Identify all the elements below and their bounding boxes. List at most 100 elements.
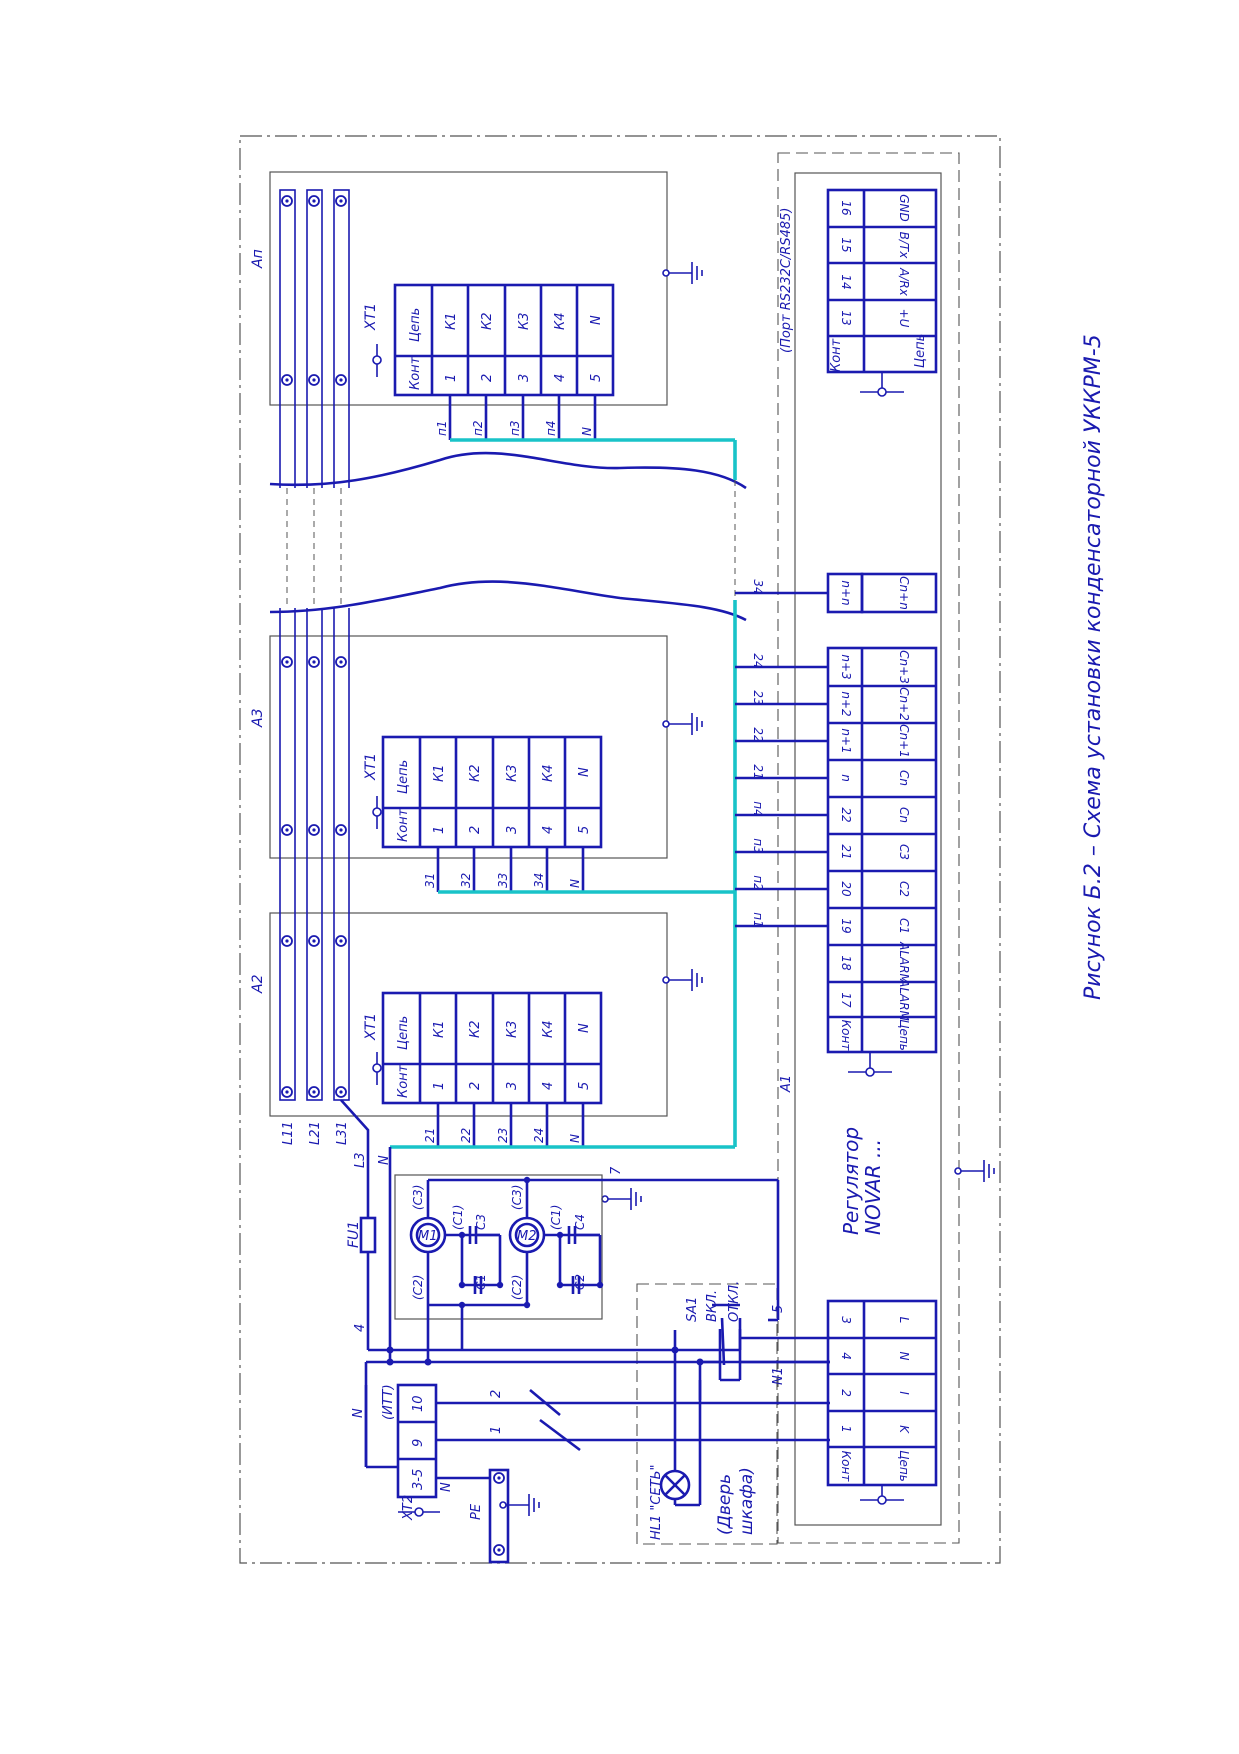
out-contact: n+1 bbox=[839, 728, 853, 753]
port-circuit: GND bbox=[897, 194, 911, 222]
svg-text:К3: К3 bbox=[517, 312, 532, 330]
reg-wire-label: 23 bbox=[751, 690, 765, 705]
svg-text:A1: A1 bbox=[779, 1075, 794, 1093]
svg-text:N: N bbox=[351, 1408, 366, 1418]
out-head-circuit: Цепь bbox=[897, 1019, 911, 1051]
svg-text:34: 34 bbox=[532, 873, 546, 888]
svg-text:N: N bbox=[568, 1134, 582, 1143]
svg-text:3: 3 bbox=[517, 374, 532, 382]
out-head-contact: Конт bbox=[839, 1020, 853, 1052]
svg-text:XT2: XT2 bbox=[401, 1495, 416, 1521]
svg-text:5: 5 bbox=[589, 374, 604, 382]
fan-texts: M1 M2 C1 C2 C3 C4 (C1) (C2) (C3) (C1) (C… bbox=[346, 1166, 624, 1300]
reg-wire-label: п1 bbox=[751, 912, 765, 927]
svg-text:Цепь: Цепь bbox=[913, 334, 928, 368]
svg-text:N: N bbox=[568, 879, 582, 888]
svg-text:п1: п1 bbox=[435, 421, 449, 436]
interconnect-bus bbox=[390, 438, 737, 1149]
svg-text:1: 1 bbox=[444, 374, 459, 382]
svg-text:PE: PE bbox=[469, 1503, 484, 1520]
port-circuit: A/Rx bbox=[897, 267, 911, 297]
svg-text:(C1): (C1) bbox=[549, 1205, 563, 1230]
svg-text:1: 1 bbox=[489, 1426, 504, 1434]
switch-sa1[interactable] bbox=[698, 1329, 830, 1400]
port-contact: 15 bbox=[839, 237, 853, 252]
svg-text:N: N bbox=[577, 767, 592, 777]
svg-text:10: 10 bbox=[411, 1395, 426, 1412]
out-contact: 19 bbox=[839, 918, 853, 933]
svg-text:п2: п2 bbox=[471, 421, 485, 436]
svg-text:К2: К2 bbox=[468, 764, 483, 782]
busbars bbox=[276, 189, 354, 1101]
cabinet-frame bbox=[239, 135, 1001, 1564]
svg-text:C4: C4 bbox=[573, 1214, 587, 1230]
terminal-a3 bbox=[381, 735, 603, 849]
svg-text:К2: К2 bbox=[468, 1020, 483, 1038]
out-contact: 20 bbox=[839, 881, 853, 897]
svg-text:2: 2 bbox=[489, 1390, 504, 1398]
out-circuit: ALARM bbox=[897, 941, 911, 984]
svg-text:К3: К3 bbox=[505, 764, 520, 782]
svg-text:32: 32 bbox=[459, 873, 473, 888]
reg-wire-label: 21 bbox=[751, 764, 765, 779]
svg-text:(C2): (C2) bbox=[411, 1275, 425, 1300]
port-circuit: B/Tx bbox=[897, 232, 911, 260]
svg-text:HL1 "СЕТЬ": HL1 "СЕТЬ" bbox=[649, 1464, 664, 1540]
svg-text:L31: L31 bbox=[335, 1121, 350, 1145]
out-contact: 21 bbox=[839, 844, 853, 859]
out-circuit: C1 bbox=[897, 918, 911, 934]
svg-text:(Дверь: (Дверь bbox=[715, 1474, 735, 1535]
svg-text:(C2): (C2) bbox=[510, 1275, 524, 1300]
svg-text:К3: К3 bbox=[505, 1020, 520, 1038]
svg-text:FU1: FU1 bbox=[346, 1221, 362, 1248]
regulator-out-table bbox=[826, 572, 938, 1077]
svg-text:24: 24 bbox=[532, 1128, 546, 1143]
reg-wire-label: п3 bbox=[751, 838, 765, 853]
xt1-marks bbox=[372, 344, 382, 1085]
figure-caption: Рисунок Б.2 – Схема установки конденсато… bbox=[1081, 334, 1106, 1000]
terminal-an bbox=[393, 283, 615, 397]
svg-text:К4: К4 bbox=[553, 312, 568, 330]
in-head-circuit: Цепь bbox=[897, 1450, 911, 1482]
switch-texts: SA1 ВКЛ. ОТКЛ. 4 5 N1 bbox=[353, 1281, 786, 1385]
in-contact: 4 bbox=[839, 1352, 853, 1360]
out-circuit: C3 bbox=[897, 844, 911, 860]
regulator-body bbox=[794, 172, 942, 1526]
module-a2-frame bbox=[269, 912, 668, 1117]
break-line-top bbox=[269, 451, 747, 490]
ground-icon bbox=[954, 1159, 995, 1183]
svg-text:SA1: SA1 bbox=[685, 1297, 700, 1322]
svg-text:К1: К1 bbox=[432, 1020, 447, 1038]
out-contact: 17 bbox=[839, 992, 853, 1008]
svg-text:4: 4 bbox=[353, 1324, 368, 1332]
ground-icon bbox=[499, 1493, 540, 1517]
svg-text:Конт: Конт bbox=[396, 1064, 411, 1098]
fan-circuit bbox=[409, 1178, 780, 1350]
module-wires bbox=[436, 395, 597, 1147]
svg-text:2: 2 bbox=[468, 826, 483, 834]
svg-text:Конт: Конт bbox=[396, 808, 411, 842]
svg-text:К4: К4 bbox=[541, 1020, 556, 1038]
module-an-texts: Ап XT1 Конт Цепь 1 2 3 4 5 К1 К2 К3 К4 N… bbox=[250, 249, 604, 436]
svg-text:C3: C3 bbox=[474, 1214, 488, 1230]
svg-text:33: 33 bbox=[496, 873, 510, 888]
in-contact: 1 bbox=[839, 1425, 853, 1433]
svg-text:1: 1 bbox=[432, 826, 447, 834]
svg-text:23: 23 bbox=[496, 1128, 510, 1143]
reg-wire-label: 24 bbox=[751, 653, 765, 668]
port-contact: 14 bbox=[839, 274, 853, 289]
svg-text:XT1: XT1 bbox=[363, 753, 379, 781]
svg-text:9: 9 bbox=[411, 1439, 426, 1447]
out-circuit: Cn+1 bbox=[897, 724, 911, 758]
out-contact: n+3 bbox=[839, 654, 853, 679]
svg-text:3: 3 bbox=[505, 1082, 520, 1090]
svg-text:3: 3 bbox=[505, 826, 520, 834]
svg-text:4: 4 bbox=[541, 826, 556, 834]
svg-text:К1: К1 bbox=[432, 764, 447, 782]
door-frame bbox=[636, 1283, 778, 1545]
svg-text:N: N bbox=[589, 315, 604, 325]
svg-text:Цепь: Цепь bbox=[396, 760, 411, 794]
in-circuit: I bbox=[897, 1391, 911, 1395]
